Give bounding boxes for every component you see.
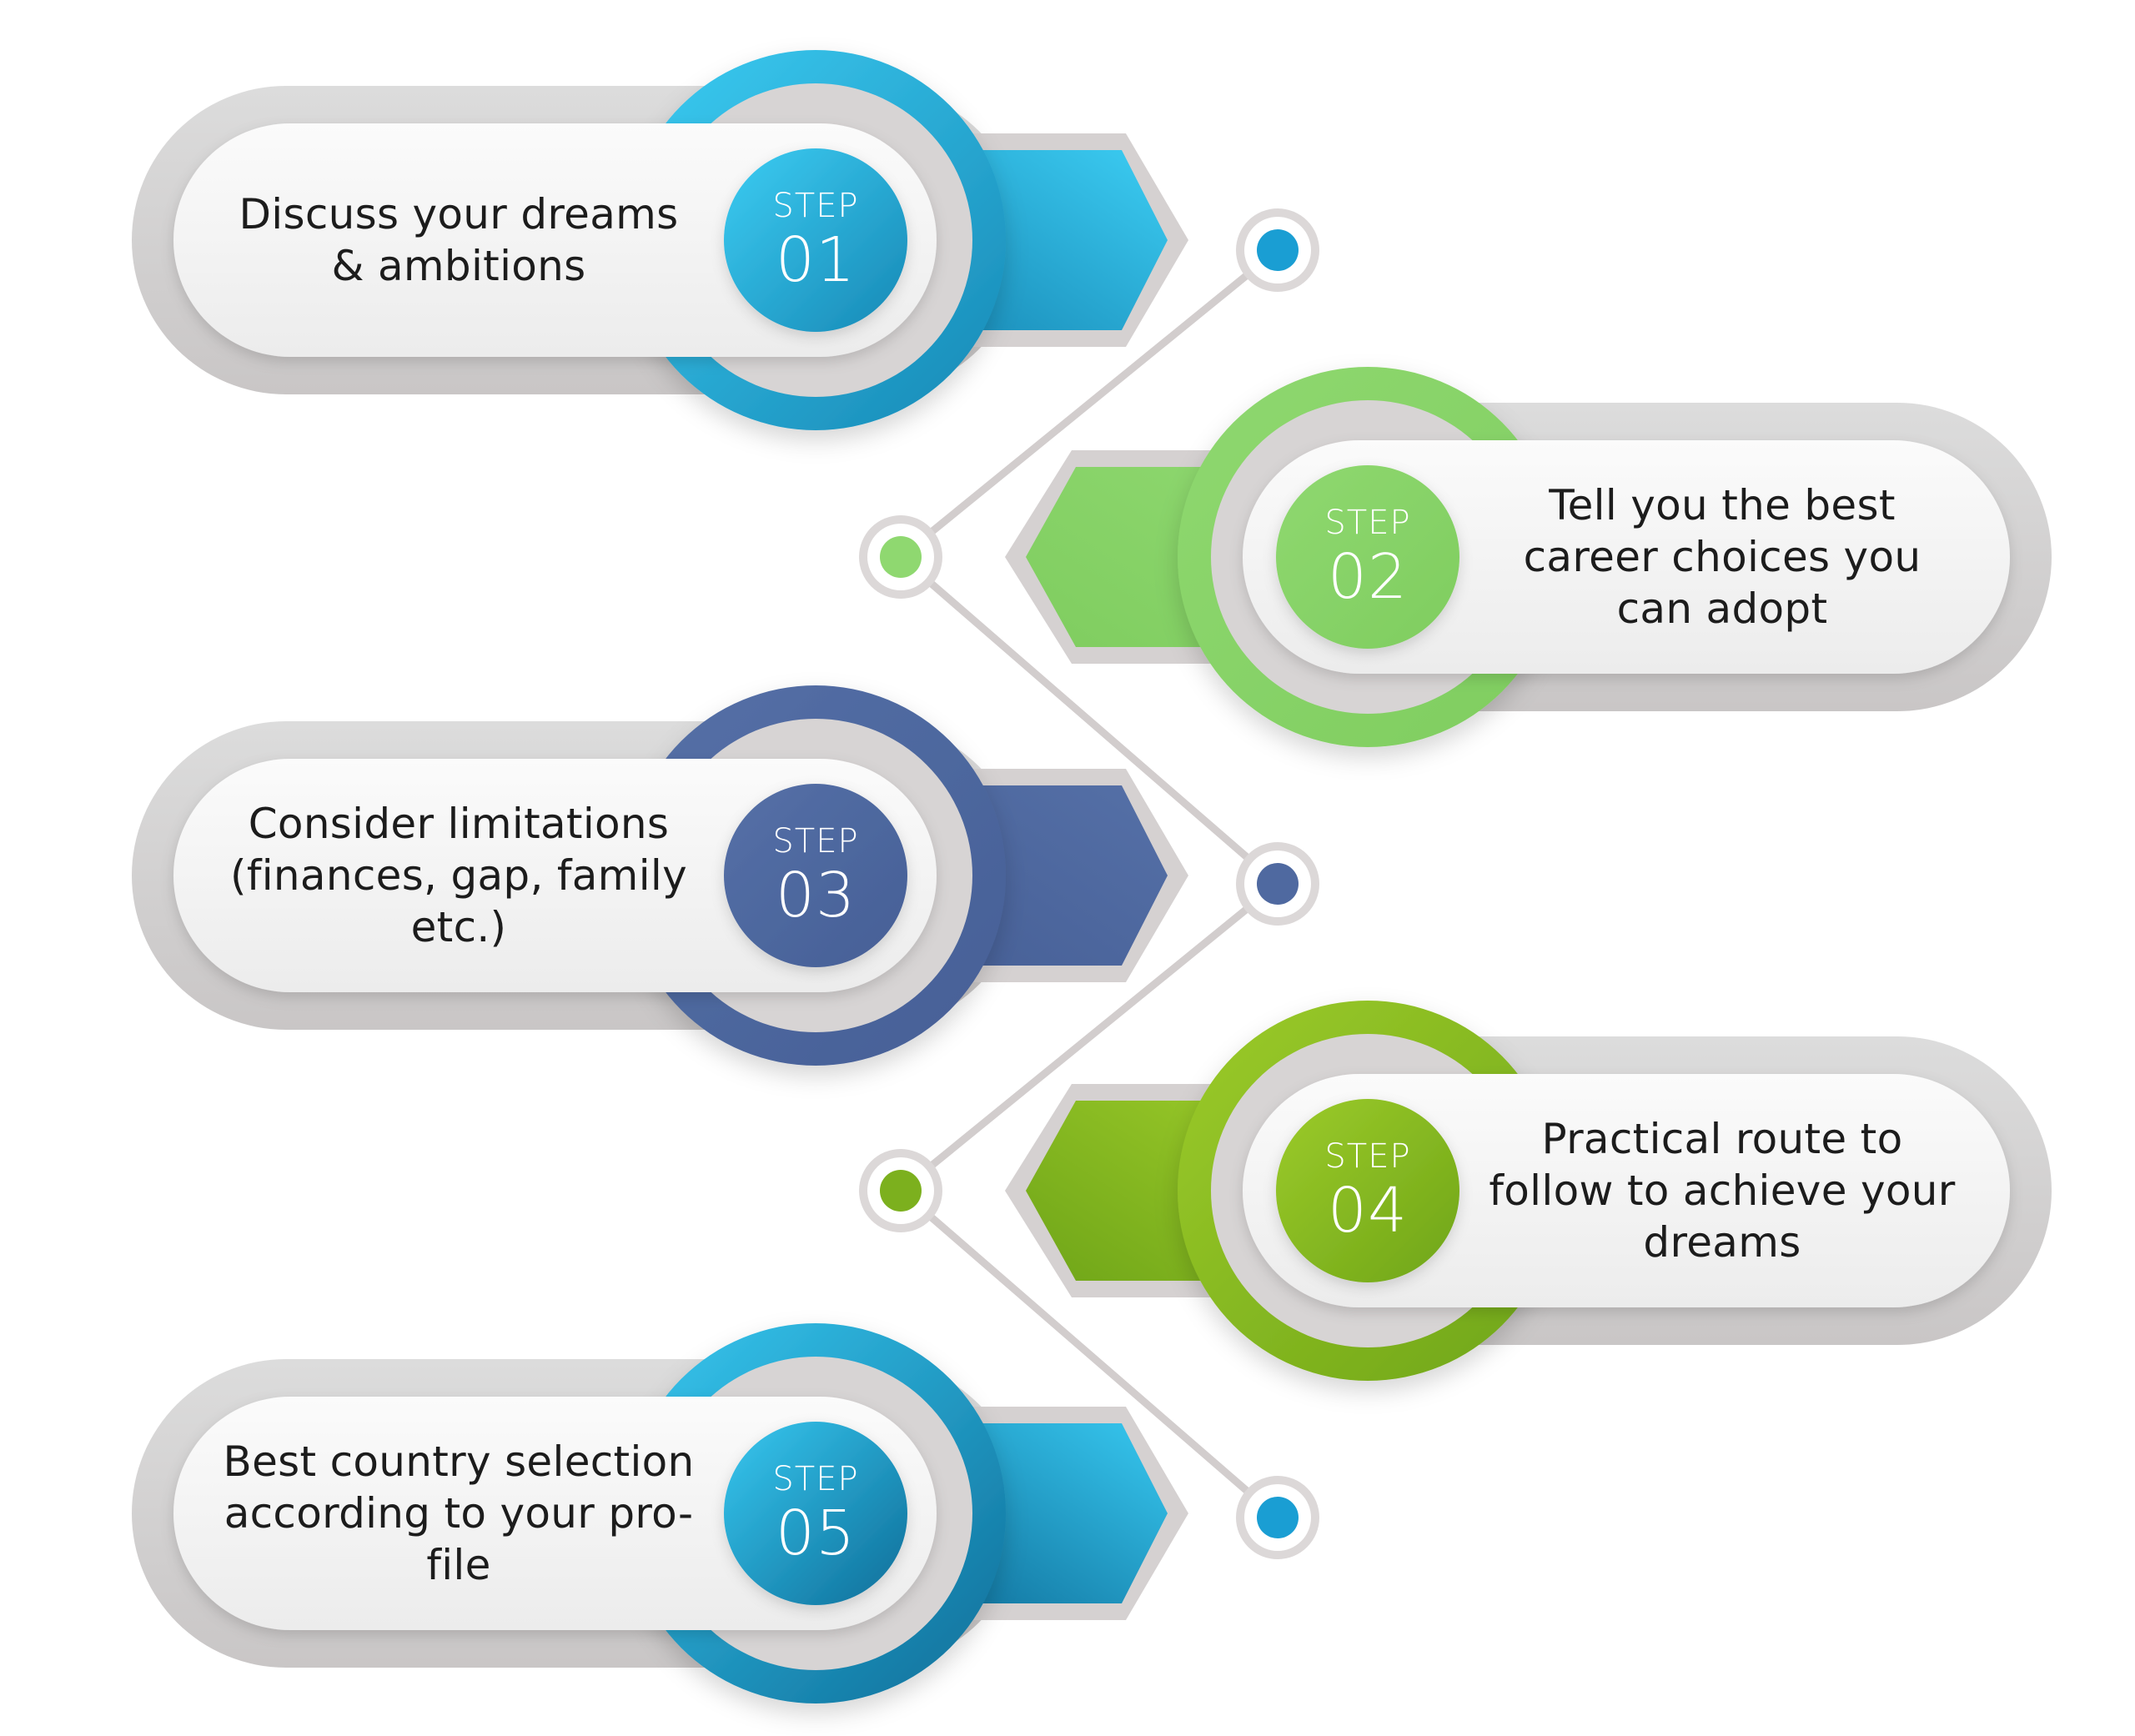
step-05-connector-node [1236, 1476, 1319, 1559]
step-02-connector-node [859, 515, 942, 599]
step-03-description-line: Consider limitations [248, 800, 670, 848]
step-04-connector-node [859, 1149, 942, 1232]
step-02-badge-circle [1276, 465, 1459, 649]
step-03-group [132, 685, 1188, 1066]
step-02-description-line: can adopt [1616, 585, 1828, 633]
step-03-description: Consider limitations(finances, gap, fami… [200, 759, 717, 992]
step-05-number: 05 [775, 1498, 857, 1569]
step-03-number: 03 [775, 860, 857, 931]
step-02-group [1005, 367, 2052, 747]
step-01-badge-circle [724, 148, 907, 332]
step-03-badge-circle [724, 784, 907, 967]
step-01-description-line: Discuss your dreams [239, 190, 679, 238]
step-01-label: STEP [772, 187, 859, 225]
step-03-description-line: (finances, gap, family [230, 851, 687, 900]
step-01-connector-node [1236, 208, 1319, 292]
step-02-description-line: Tell you the best [1549, 481, 1896, 529]
step-05-description-line: according to your pro- [224, 1489, 694, 1538]
step-05-description-line: Best country selection [223, 1437, 695, 1486]
step-05-badge-circle [724, 1422, 907, 1605]
step-04-description-line: dreams [1643, 1218, 1801, 1267]
step-01-group [132, 50, 1188, 430]
step-04-description-line: Practical route to [1541, 1115, 1903, 1163]
step-04-description-line: follow to achieve your [1489, 1167, 1956, 1215]
step-04-badge-circle [1276, 1099, 1459, 1282]
step-02-description-line: career choices you [1523, 533, 1922, 581]
step-05-description-line: file [426, 1541, 491, 1589]
step-01-number: 01 [775, 224, 857, 296]
step-01-description: Discuss your dreams& ambitions [200, 123, 717, 357]
step-04-label: STEP [1324, 1137, 1411, 1176]
step-04-group [1005, 1001, 2052, 1381]
step-01-description-line: & ambitions [331, 242, 586, 290]
step-03-label: STEP [772, 822, 859, 860]
step-02-label: STEP [1324, 504, 1411, 542]
step-05-group [132, 1323, 1188, 1703]
step-05-label: STEP [772, 1460, 859, 1498]
step-03-connector-node [1236, 842, 1319, 926]
step-04-number: 04 [1327, 1175, 1409, 1247]
step-03-description-line: etc.) [410, 903, 507, 951]
step-02-number: 02 [1327, 541, 1409, 613]
